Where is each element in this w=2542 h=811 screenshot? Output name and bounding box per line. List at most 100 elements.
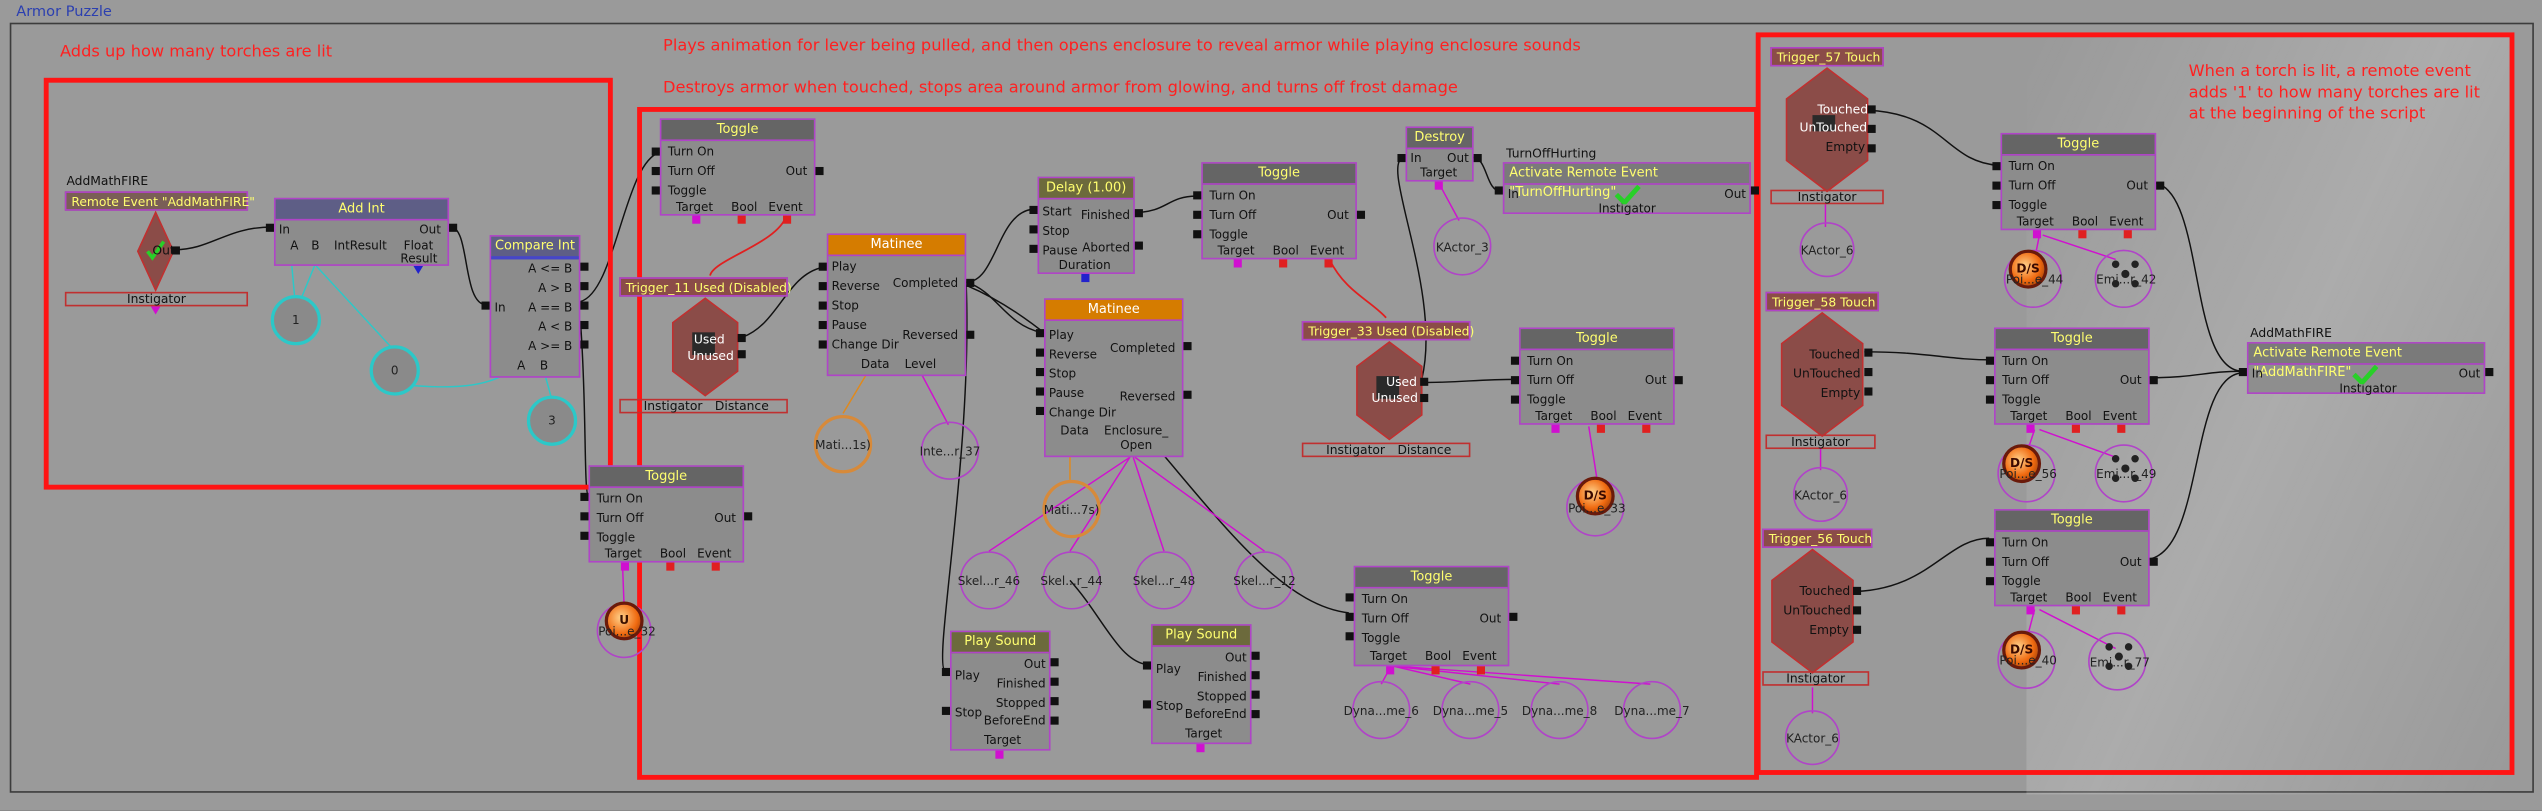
skel-mesh-46-var[interactable]: Skel...r_46 xyxy=(958,551,1020,610)
activate-addmathfire-node[interactable]: Activate Remote Event "AddMathFIRE" In O… xyxy=(2246,342,2486,396)
toggle-d-out-pin[interactable] xyxy=(1674,376,1683,385)
interp-actor-37-var[interactable]: Inte...r_37 xyxy=(920,421,980,480)
delay-aborted-pin[interactable] xyxy=(1134,241,1143,250)
compare-int-node[interactable]: Compare Int A <= B A > B In A == B A < B… xyxy=(489,235,581,378)
int-var-0[interactable]: 0 xyxy=(369,345,420,396)
matinee-2-reversed-pin[interactable] xyxy=(1183,390,1192,399)
int-var-3[interactable]: 3 xyxy=(526,395,578,446)
toggle-d-event-pin[interactable] xyxy=(1642,424,1651,433)
matinee-2-completed-pin[interactable] xyxy=(1183,342,1192,351)
delay-node[interactable]: Delay (1.00) Start Finished Stop Pause A… xyxy=(1037,176,1135,274)
matinee-1-reverse-pin[interactable] xyxy=(818,282,827,291)
pointlight-40-var[interactable]: D/S Poi...e_40 xyxy=(1997,630,2057,689)
toggle-r1-out-pin[interactable] xyxy=(2156,181,2165,190)
trigger-11-title[interactable]: Trigger_11 Used (Disabled) xyxy=(619,277,792,297)
trigger-56-touched-pin[interactable] xyxy=(1852,586,1862,595)
toggle-r2-event-pin[interactable] xyxy=(2117,424,2126,433)
toggle-c-target-pin[interactable] xyxy=(1233,259,1242,268)
remote-instigator-pin[interactable] xyxy=(150,306,161,315)
trigger-58-shape[interactable] xyxy=(1780,311,1864,438)
trigger-58-empty-pin[interactable] xyxy=(1864,387,1873,396)
toggle-c-toggle-pin[interactable] xyxy=(1193,230,1202,239)
destroy-in-pin[interactable] xyxy=(1397,154,1406,163)
skel-mesh-48-var[interactable]: Skel...r_48 xyxy=(1133,551,1195,610)
toggle-right-3[interactable]: Toggle Turn On Turn Off Out Toggle Targe… xyxy=(1994,509,2150,607)
matinee-2-pause-pin[interactable] xyxy=(1035,387,1045,396)
activate-addmath-out-pin[interactable] xyxy=(2485,368,2494,377)
toggle-f-bool-pin[interactable] xyxy=(1431,666,1440,675)
toggle-node-f[interactable]: Toggle Turn On Turn Off Out Toggle Targe… xyxy=(1353,565,1510,667)
play-sound-2-target-pin[interactable] xyxy=(1196,744,1205,753)
skel-mesh-12-var[interactable]: Skel...r_12 xyxy=(1233,551,1296,610)
toggle-c-event-pin[interactable] xyxy=(1324,259,1333,268)
play-sound-1-stopped-pin[interactable] xyxy=(1050,697,1059,706)
trigger-56-empty-pin[interactable] xyxy=(1852,625,1862,634)
toggle-a-toggle-pin[interactable] xyxy=(651,186,660,195)
delay-duration-pin[interactable] xyxy=(1081,273,1090,283)
add-int-out-pin[interactable] xyxy=(449,223,458,232)
compare-in-pin[interactable] xyxy=(481,301,490,310)
trigger-33-title[interactable]: Trigger_33 Used (Disabled) xyxy=(1301,320,1474,341)
toggle-r3-out-pin[interactable] xyxy=(2149,557,2158,566)
toggle-f-out-pin[interactable] xyxy=(1509,612,1518,621)
play-sound-1-out-pin[interactable] xyxy=(1050,658,1059,667)
emitter-77-var[interactable]: Emi...r_77 xyxy=(2088,632,2150,691)
toggle-r3-turn-off-pin[interactable] xyxy=(1985,557,1995,566)
dyna-8-var[interactable]: Dyna...me_8 xyxy=(1522,680,1597,740)
matinee-node-2[interactable]: Matinee Play Reverse Completed Stop Paus… xyxy=(1044,298,1184,458)
toggle-f-turn-on-pin[interactable] xyxy=(1345,593,1354,602)
trigger-33-shape[interactable] xyxy=(1355,340,1423,441)
trigger-33-used-pin[interactable] xyxy=(1420,377,1429,386)
toggle-d-turn-off-pin[interactable] xyxy=(1510,376,1520,385)
toggle-node-a[interactable]: Toggle Turn On Turn Off Out Toggle Targe… xyxy=(659,118,816,216)
matinee-1-change-dir-pin[interactable] xyxy=(818,340,827,349)
toggle-a-bool-pin[interactable] xyxy=(737,215,746,224)
destroy-node[interactable]: Destroy In Out Target xyxy=(1405,126,1474,182)
destroy-out-pin[interactable] xyxy=(1473,154,1482,163)
matinee-node-1[interactable]: Matinee Play Reverse Completed Stop Paus… xyxy=(826,233,967,377)
toggle-r1-bool-pin[interactable] xyxy=(2078,230,2087,239)
matinee-1-completed-pin[interactable] xyxy=(966,278,975,287)
matinee-2-play-pin[interactable] xyxy=(1035,329,1045,338)
trigger-56-untouched-pin[interactable] xyxy=(1852,606,1862,615)
delay-finished-pin[interactable] xyxy=(1134,209,1143,218)
play-sound-1-play-pin[interactable] xyxy=(941,667,951,677)
add-int-node[interactable]: Add Int In Out A B IntResult Float Resul… xyxy=(273,197,450,266)
play-sound-node-2[interactable]: Play Sound Out Play Finished Stopped Sto… xyxy=(1151,624,1252,745)
matinee-1-pause-pin[interactable] xyxy=(818,320,827,330)
trigger-33-unused-pin[interactable] xyxy=(1420,393,1429,403)
toggle-b-bool-pin[interactable] xyxy=(666,562,675,571)
toggle-r1-target-pin[interactable] xyxy=(2032,230,2042,239)
trigger-58-touched-pin[interactable] xyxy=(1864,348,1873,357)
matinee-data-7-var[interactable]: Mati...7s) xyxy=(1042,479,1101,539)
delay-stop-pin[interactable] xyxy=(1029,225,1038,234)
trigger-11-used-pin[interactable] xyxy=(737,333,746,343)
toggle-a-turn-on-pin[interactable] xyxy=(651,147,660,156)
trigger-57-touched-pin[interactable] xyxy=(1867,105,1876,114)
activate-turnoff-out-pin[interactable] xyxy=(1750,186,1759,195)
toggle-r1-toggle-pin[interactable] xyxy=(1992,201,2001,210)
trigger-57-title[interactable]: Trigger_57 Touch xyxy=(1770,47,1884,67)
emitter-42-var[interactable]: Emi...r_42 xyxy=(2094,249,2156,309)
matinee-2-change-dir-pin[interactable] xyxy=(1035,406,1045,416)
toggle-node-c[interactable]: Toggle Turn On Turn Off Out Toggle Targe… xyxy=(1201,162,1357,260)
toggle-r1-turn-off-pin[interactable] xyxy=(1992,181,2001,190)
compare-le-pin[interactable] xyxy=(580,262,589,271)
toggle-f-toggle-pin[interactable] xyxy=(1345,632,1354,641)
toggle-right-1[interactable]: Toggle Turn On Turn Off Out Toggle Targe… xyxy=(2000,132,2157,231)
activate-turnoffhurting-node[interactable]: Activate Remote Event "TurnOffHurting" I… xyxy=(1502,162,1751,216)
toggle-right-2[interactable]: Toggle Turn On Turn Off Out Toggle Targe… xyxy=(1994,327,2150,425)
pointlight-56-var[interactable]: D/S Poi...e_56 xyxy=(1997,444,2057,503)
toggle-r3-bool-pin[interactable] xyxy=(2071,606,2080,615)
toggle-node-b[interactable]: Toggle Turn On Turn Off Out Toggle Targe… xyxy=(588,465,745,563)
toggle-f-event-pin[interactable] xyxy=(1476,666,1485,675)
trigger-11-unused-pin[interactable] xyxy=(737,350,746,359)
kactor-6b-var[interactable]: KActor_6 xyxy=(1793,466,1849,523)
toggle-r2-turn-on-pin[interactable] xyxy=(1985,356,1995,365)
pointlight-32-var[interactable]: U Poi...e_32 xyxy=(596,601,656,659)
toggle-r2-target-pin[interactable] xyxy=(2026,424,2035,433)
toggle-r3-event-pin[interactable] xyxy=(2117,606,2126,615)
toggle-d-bool-pin[interactable] xyxy=(1596,424,1605,433)
toggle-a-turn-off-pin[interactable] xyxy=(651,166,660,176)
